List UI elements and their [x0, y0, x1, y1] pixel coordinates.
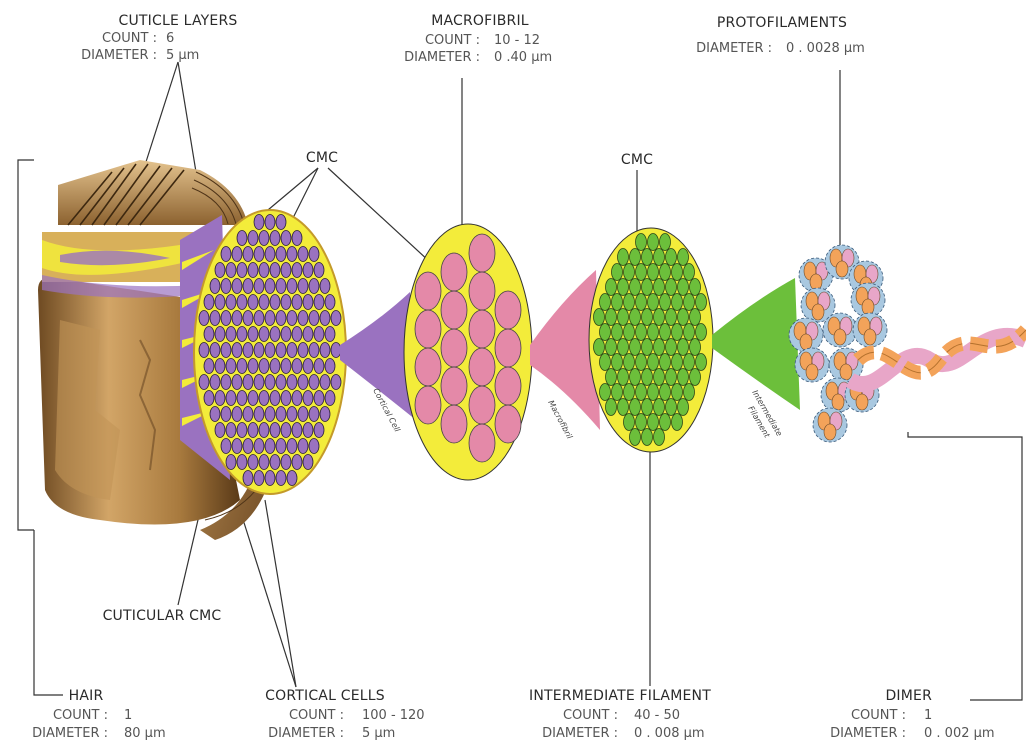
hair-count-value: 1: [124, 708, 132, 723]
cuticle-layers-diameter-value: 5 µm: [166, 48, 199, 63]
hair-title: HAIR: [69, 688, 104, 704]
cortical-cells-title: CORTICAL CELLS: [265, 688, 385, 704]
macrofibril-disc: [404, 224, 532, 480]
cortical-cells-diameter-value: 5 µm: [362, 726, 395, 741]
hair-count-label: COUNT :: [53, 708, 108, 723]
dimer-diameter-label: DIAMETER :: [830, 726, 906, 741]
cortical-cells-count-value: 100 - 120: [362, 708, 425, 723]
cmc-left-label: CMC: [306, 150, 338, 166]
protofilament-cluster: [789, 245, 887, 442]
intermediate-filament-disc: [589, 228, 713, 452]
cortex-disc: [194, 210, 346, 494]
macrofibril-title: MACROFIBRIL: [431, 13, 529, 29]
hair-diameter-value: 80 µm: [124, 726, 166, 741]
cuticle-layers-count-value: 6: [166, 31, 174, 46]
cuticle-layers-title: CUTICLE LAYERS: [119, 13, 238, 29]
dimer-count-value: 1: [924, 708, 932, 723]
dimer-count-label: COUNT :: [851, 708, 906, 723]
intermediate-filament-count-label: COUNT :: [563, 708, 618, 723]
cortical-cells-diameter-label: DIAMETER :: [268, 726, 344, 741]
intermediate-filament-diameter-value: 0 . 008 µm: [634, 726, 705, 741]
macrofibril-diameter-label: DIAMETER :: [404, 50, 480, 65]
cuticle-layers-count-label: COUNT :: [102, 31, 157, 46]
cortical-cells-count-label: COUNT :: [289, 708, 344, 723]
intermediate-filament-count-value: 40 - 50: [634, 708, 680, 723]
intermediate-filament-title: INTERMEDIATE FILAMENT: [529, 688, 711, 704]
dimer-title: DIMER: [885, 688, 932, 704]
macrofibril-count-label: COUNT :: [425, 33, 480, 48]
protofilaments-title: PROTOFILAMENTS: [717, 15, 847, 31]
dimer-diameter-value: 0 . 002 µm: [924, 726, 995, 741]
cuticle-layers-diameter-label: DIAMETER :: [81, 48, 157, 63]
connector-label-macrofibril: Macrofibril: [546, 399, 574, 441]
hair-diameter-label: DIAMETER :: [32, 726, 108, 741]
protofilaments-diameter-value: 0 . 0028 µm: [786, 41, 865, 56]
cmc-right-label: CMC: [621, 152, 653, 168]
intermediate-filament-diameter-label: DIAMETER :: [542, 726, 618, 741]
macrofibril-count-value: 10 - 12: [494, 33, 540, 48]
protofilaments-diameter-label: DIAMETER :: [696, 41, 772, 56]
cuticular-cmc-label: CUTICULAR CMC: [103, 608, 222, 624]
macrofibril-diameter-value: 0 .40 µm: [494, 50, 552, 65]
